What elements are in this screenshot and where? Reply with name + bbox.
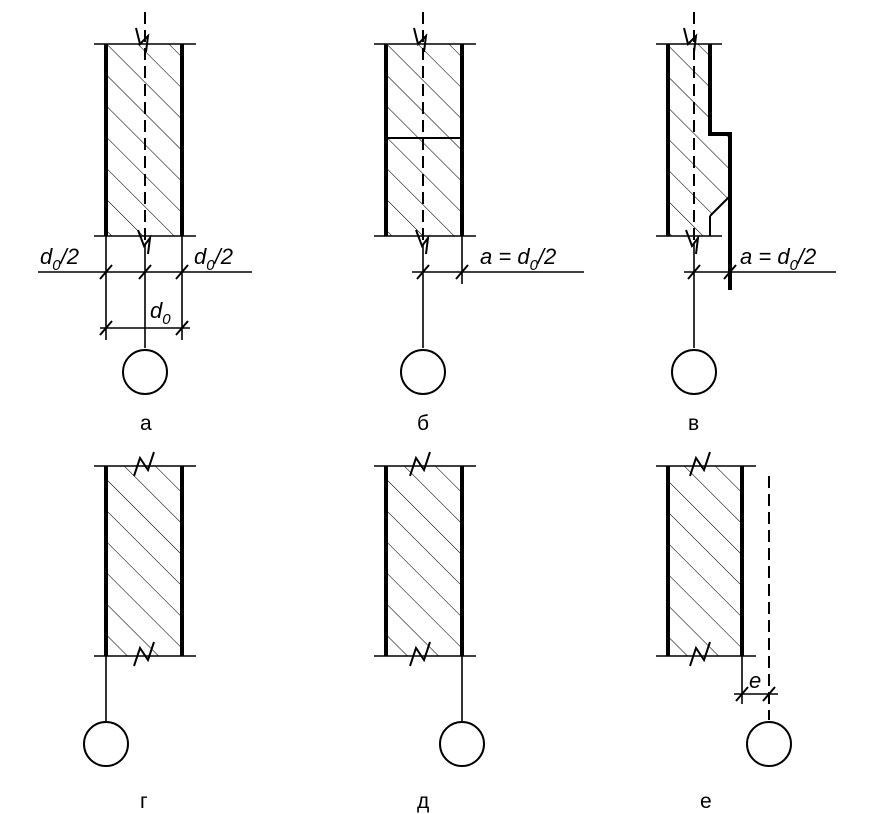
panel-label: в	[688, 412, 699, 435]
tick-mark	[138, 264, 152, 280]
tick-mark	[762, 686, 776, 702]
break-mark-bottom	[409, 641, 431, 667]
haunch-line	[709, 195, 731, 217]
panel-label: а	[140, 412, 152, 435]
break-mark-bottom	[133, 641, 155, 667]
dimension-label-half-d0-right: d0/2	[194, 244, 233, 274]
wall-edge-right	[708, 44, 732, 290]
wall-hatch	[386, 466, 462, 656]
break-mark-top	[683, 27, 698, 53]
dimension-label-a: a = d0/2	[740, 244, 816, 274]
column-circle	[400, 349, 446, 395]
break-mark-bottom	[415, 229, 430, 255]
wall-hatch	[106, 466, 182, 656]
panel-g: г	[83, 451, 196, 813]
dimension-label-a: a = d0/2	[480, 244, 556, 274]
panel-label: г	[140, 790, 148, 813]
panel-b: a = d0/2 б	[374, 12, 584, 435]
break-mark-bottom	[685, 229, 700, 255]
tick-mark	[455, 264, 469, 280]
tick-mark	[723, 264, 737, 280]
tick-mark	[99, 320, 113, 336]
break-mark-top	[689, 451, 711, 477]
panel-label: е	[700, 790, 712, 813]
panel-v: a = d0/2 в	[656, 12, 836, 435]
wall-hatch	[668, 44, 730, 236]
panel-label: д	[417, 790, 429, 813]
tick-mark	[99, 264, 113, 280]
break-mark-top	[409, 451, 431, 477]
wall-hatch	[668, 466, 742, 656]
panel-e: e е	[656, 451, 792, 813]
panel-a: d0/2 d0/2 d0 а	[38, 12, 252, 435]
tick-mark	[687, 264, 701, 280]
break-mark-bottom	[689, 641, 711, 667]
tick-mark	[735, 686, 749, 702]
dimension-label-half-d0-left: d0/2	[40, 244, 79, 274]
dimension-label-d0: d0	[150, 298, 171, 328]
panel-d: д	[374, 451, 485, 813]
tick-mark	[416, 264, 430, 280]
column-circle	[746, 721, 792, 767]
column-circle	[83, 721, 129, 767]
column-circle	[439, 721, 485, 767]
panel-label: б	[417, 412, 429, 435]
column-circle	[671, 349, 717, 395]
break-mark-top	[133, 451, 155, 477]
column-circle	[122, 349, 168, 395]
break-mark-bottom	[137, 229, 152, 255]
tick-mark	[175, 320, 189, 336]
dimension-label-e: e	[749, 668, 761, 693]
tick-mark	[175, 264, 189, 280]
